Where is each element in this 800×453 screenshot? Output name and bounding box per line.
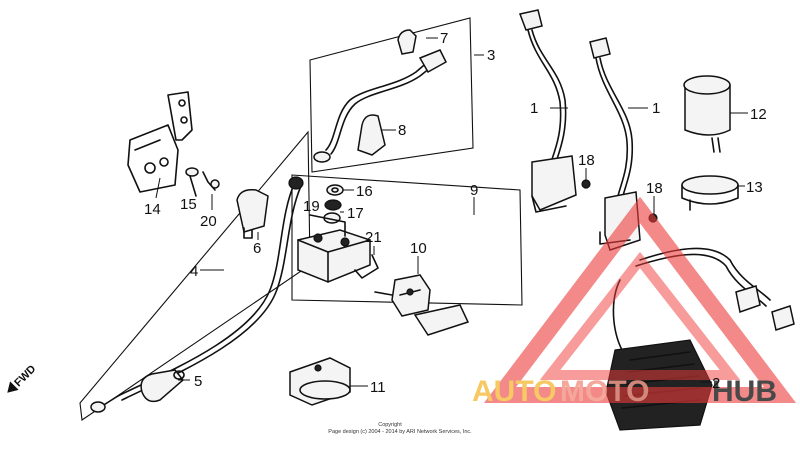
direction-label: FWD bbox=[12, 363, 38, 389]
watermark-logo: AUTO MOTO HUB bbox=[472, 196, 797, 408]
cable-3 bbox=[313, 49, 447, 163]
bolt-20 bbox=[202, 171, 220, 191]
callout-10: 10 bbox=[410, 240, 427, 257]
band-13 bbox=[681, 175, 739, 211]
callout-20: 20 bbox=[200, 213, 217, 230]
forward-direction-indicator: FWD bbox=[7, 363, 38, 393]
harness-1-left bbox=[518, 9, 577, 213]
callout-18-left: 18 bbox=[578, 152, 595, 169]
clip-21 bbox=[354, 254, 379, 279]
callout-1-right: 1 bbox=[652, 100, 660, 117]
callout-7: 7 bbox=[440, 30, 448, 47]
callout-15: 15 bbox=[180, 196, 197, 213]
relay-bracket-10 bbox=[374, 274, 470, 336]
callout-1-left: 1 bbox=[530, 100, 538, 117]
watermark-triangle bbox=[483, 196, 797, 403]
holder-11 bbox=[289, 357, 351, 406]
cap-8 bbox=[357, 114, 386, 156]
starter-relay-9 bbox=[297, 214, 371, 283]
washer-16 bbox=[326, 184, 344, 196]
callout-8: 8 bbox=[398, 122, 406, 139]
cap-7 bbox=[397, 29, 417, 55]
callout-6: 6 bbox=[253, 240, 261, 257]
bolt-15 bbox=[185, 167, 199, 197]
callout-4: 4 bbox=[190, 263, 198, 280]
group-box-9 bbox=[291, 174, 523, 306]
callout-18-right: 18 bbox=[646, 180, 663, 197]
callout-12: 12 bbox=[750, 106, 767, 123]
callout-17: 17 bbox=[347, 205, 364, 222]
leader-lines bbox=[155, 37, 748, 387]
watermark-text-right: HUB bbox=[712, 375, 777, 408]
callout-5: 5 bbox=[194, 373, 202, 390]
callout-11: 11 bbox=[370, 379, 386, 396]
group-box-3 bbox=[309, 17, 474, 173]
copyright-line2: Page design (c) 2004 - 2014 by ARI Netwo… bbox=[328, 429, 472, 435]
nut-19 bbox=[324, 199, 342, 211]
flasher-12 bbox=[683, 75, 731, 153]
callout-9: 9 bbox=[470, 182, 478, 199]
cap-5 bbox=[140, 369, 185, 403]
nut-18-left bbox=[581, 179, 591, 189]
callout-16: 16 bbox=[356, 183, 373, 200]
watermark-text-mid: MOTO bbox=[560, 375, 649, 408]
callout-13: 13 bbox=[746, 179, 763, 196]
callout-3: 3 bbox=[487, 47, 495, 64]
callout-2: 2 bbox=[712, 375, 720, 392]
watermark-text-left: AUTO bbox=[472, 375, 556, 408]
bracket-14 bbox=[127, 91, 193, 193]
arrow-icon bbox=[7, 381, 19, 393]
copyright-line1: Copyright bbox=[378, 422, 402, 428]
cap-6 bbox=[236, 188, 269, 239]
callout-19: 19 bbox=[303, 198, 320, 215]
callout-21: 21 bbox=[365, 229, 382, 246]
callout-14: 14 bbox=[144, 201, 161, 218]
regulator-2 bbox=[605, 247, 795, 431]
